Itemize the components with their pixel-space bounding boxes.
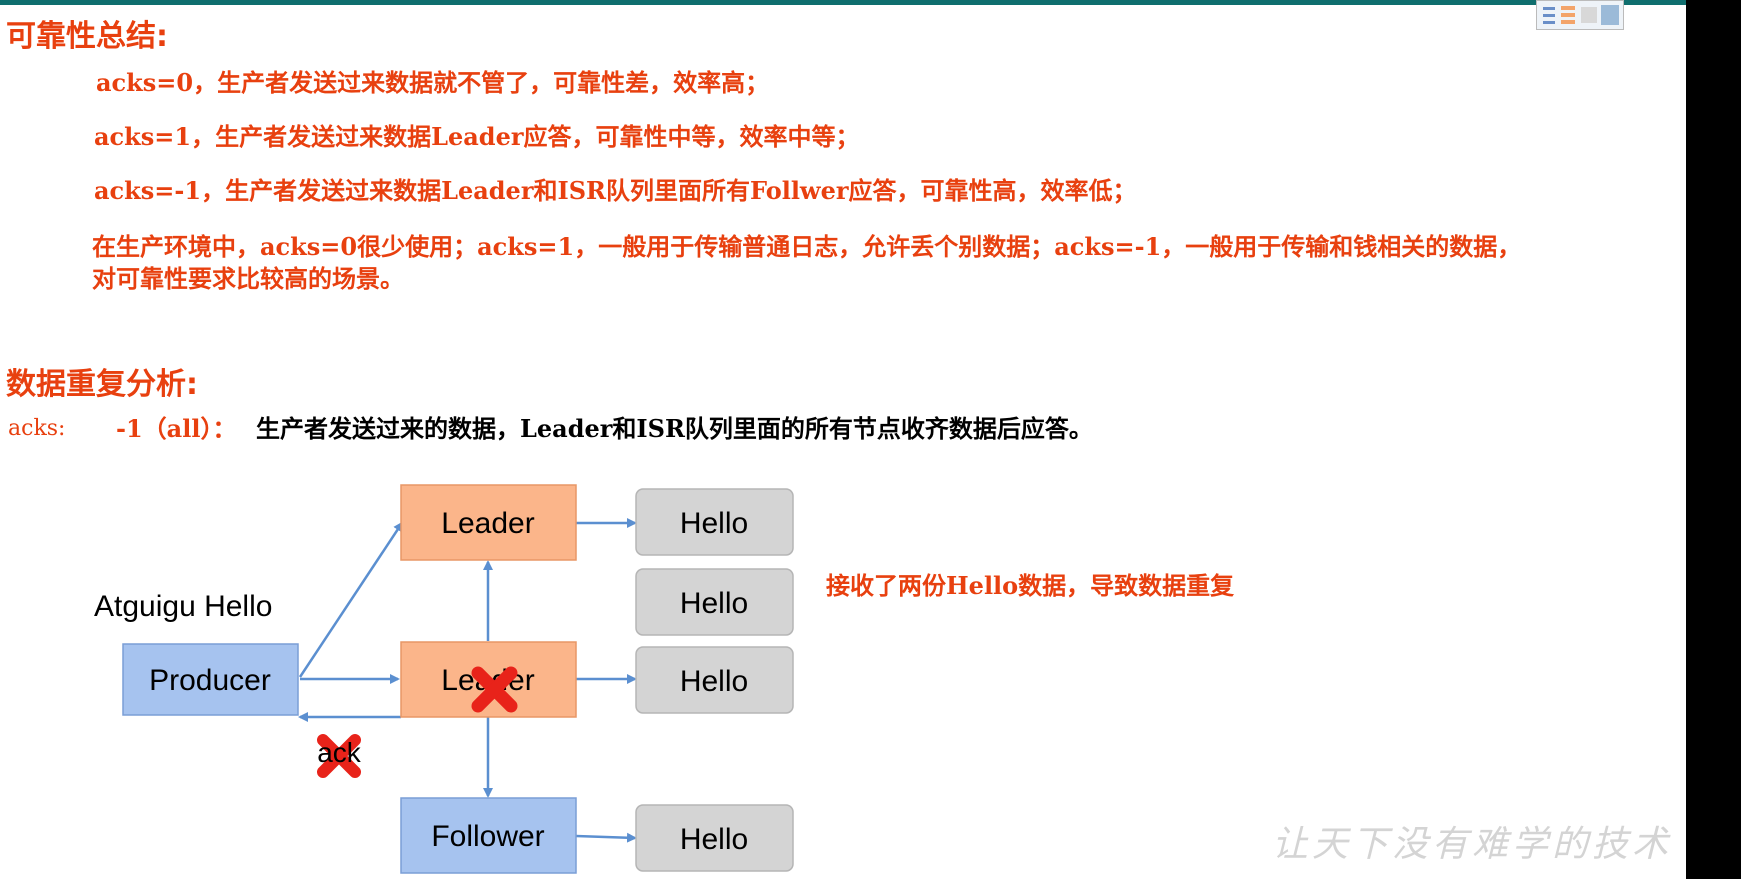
duplicate-note: 接收了两份Hello数据，导致数据重复 [826, 571, 1235, 600]
acks-description: 生产者发送过来的数据，Leader和ISR队列里面的所有节点收齐数据后应答。 [256, 414, 1093, 443]
duplicate-heading: 数据重复分析: [6, 367, 198, 402]
hello-box-1: Hello [635, 488, 794, 556]
hello-label-3: Hello [680, 665, 748, 698]
follower-node: Follower [400, 797, 577, 874]
producer-label: Producer [149, 664, 271, 697]
leader-top-node: Leader [400, 484, 577, 561]
leader-top-label: Leader [441, 507, 534, 540]
hello-box-4: Hello [635, 804, 794, 872]
acks-1-line: acks=1，生产者发送过来数据Leader应答，可靠性中等，效率中等； [94, 122, 860, 151]
ack-lost-cross-icon [317, 734, 361, 778]
watermark-slogan: 让天下没有难学的技术 [1272, 824, 1673, 865]
reliability-heading: 可靠性总结: [6, 19, 168, 54]
message-label: Atguigu Hello [94, 590, 272, 623]
hello-label-2: Hello [680, 587, 748, 620]
producer-node: Producer [122, 643, 299, 716]
flow-arrows [298, 518, 637, 843]
acks-minus1-line: acks=-1，生产者发送过来数据Leader和ISR队列里面所有Follwer… [94, 176, 1137, 205]
top-accent-bar [0, 0, 1686, 5]
production-note-line1: 在生产环境中，acks=0很少使用；acks=1，一般用于传输普通日志，允许丢个… [92, 232, 1522, 261]
slide-thumbnail-icon[interactable] [1536, 0, 1624, 30]
follower-label: Follower [431, 820, 544, 853]
production-note-line2: 对可靠性要求比较高的场景。 [92, 264, 404, 293]
hello-box-3: Hello [635, 646, 794, 714]
leader-failure-cross-icon [471, 666, 518, 713]
arrow-producer-to-leader-top [298, 521, 404, 678]
ack-label: ack [317, 737, 362, 768]
acks-0-line: acks=0，生产者发送过来数据就不管了，可靠性差，效率高； [96, 68, 770, 97]
arrow-follower-to-hello [575, 832, 637, 843]
hello-label-4: Hello [680, 823, 748, 856]
right-edge-bar [1686, 0, 1741, 879]
acks-label: acks: [8, 416, 66, 441]
hello-label-1: Hello [680, 507, 748, 540]
acks-value: -1（all）： [116, 414, 237, 443]
hello-box-2: Hello [635, 568, 794, 636]
